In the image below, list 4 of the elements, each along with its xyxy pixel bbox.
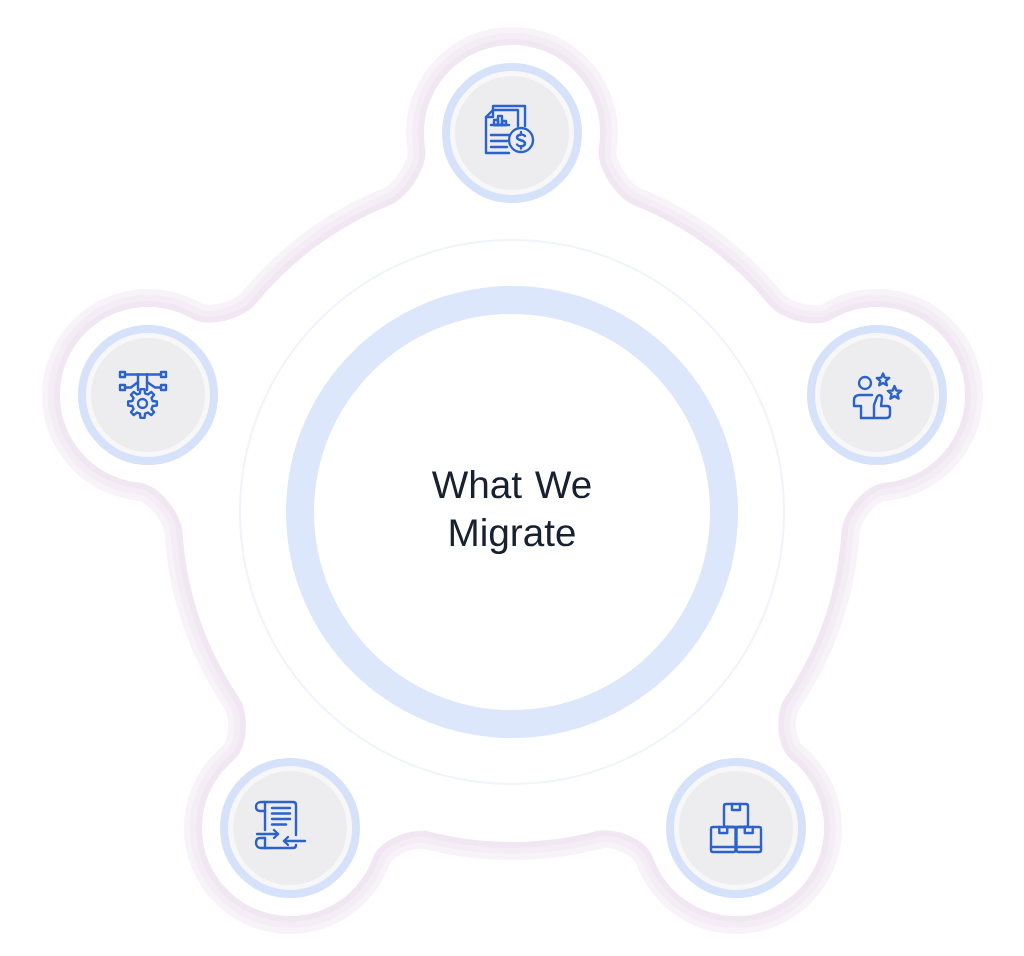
icon-circle (807, 325, 947, 465)
icon-circle (78, 325, 218, 465)
icon-circle (220, 758, 360, 898)
icon-circle (666, 758, 806, 898)
